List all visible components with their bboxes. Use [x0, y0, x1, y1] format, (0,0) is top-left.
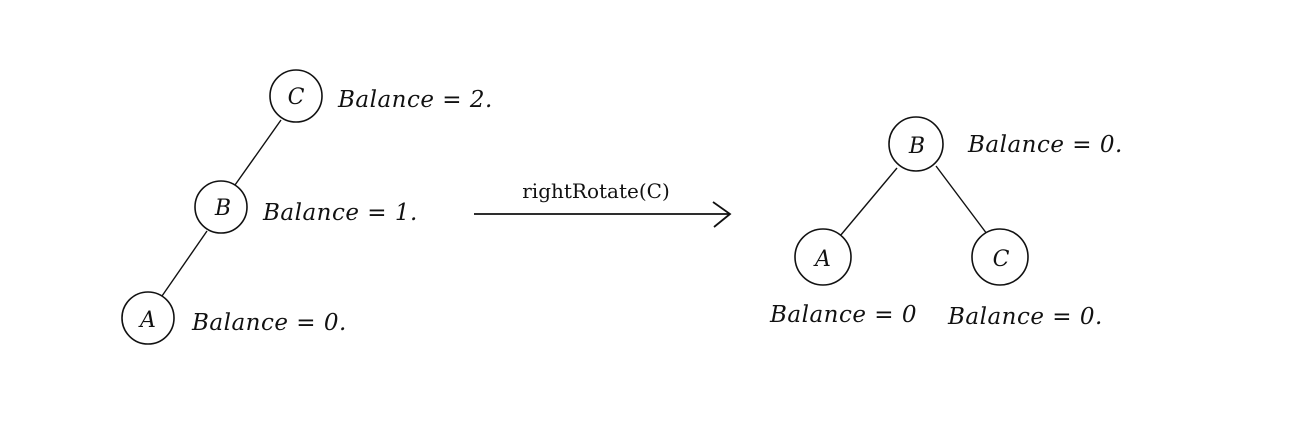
before-node-c: C: [269, 69, 323, 123]
edge-after-b-c: [935, 165, 988, 235]
edge-before-c-b: [234, 119, 282, 186]
edge-before-b-a: [161, 230, 208, 297]
after-node-b: B: [888, 116, 944, 172]
after-node-a-balance: Balance = 0: [769, 302, 917, 328]
after-node-a: A: [794, 228, 852, 286]
after-node-c: C: [971, 228, 1029, 286]
before-node-a-label: A: [138, 308, 156, 333]
before-node-b-balance: Balance = 1.: [262, 200, 418, 226]
after-node-b-balance: Balance = 0.: [967, 132, 1123, 158]
edge-after-b-a: [839, 167, 898, 237]
before-node-b-label: B: [214, 196, 231, 221]
before-node-a-balance: Balance = 0.: [191, 310, 347, 336]
rotation-operation: rightRotate(C): [474, 179, 732, 228]
before-tree: C Balance = 2. B Balance = 1. A Balance …: [121, 69, 493, 345]
before-node-c-label: C: [288, 85, 305, 110]
after-node-c-label: C: [993, 247, 1010, 272]
operation-label: rightRotate(C): [522, 179, 670, 203]
after-node-a-label: A: [813, 247, 831, 272]
before-node-a: A: [121, 291, 175, 345]
after-tree: B Balance = 0. A Balance = 0 C Balance =…: [769, 116, 1123, 330]
before-node-b: B: [194, 180, 248, 234]
arrow-head-icon: [712, 201, 732, 228]
after-node-c-balance: Balance = 0.: [947, 304, 1103, 330]
before-node-c-balance: Balance = 2.: [337, 87, 493, 113]
after-node-b-label: B: [908, 134, 925, 159]
